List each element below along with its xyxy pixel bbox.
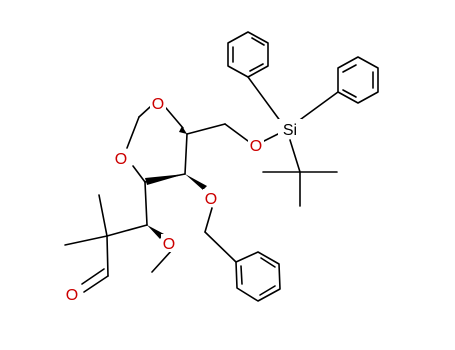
atom-o-methoxy: O xyxy=(161,234,177,253)
atom-o-ring-2: O xyxy=(113,149,129,168)
bond-si-phenyl-left xyxy=(247,76,282,123)
phenyl-ring-upper-right-double-bonds xyxy=(342,64,374,98)
svg-text:O: O xyxy=(163,236,175,253)
phenyl-ring-upper-left-double-bonds xyxy=(232,37,265,72)
benzyl-phenyl-ring xyxy=(235,251,281,302)
phenyl-ring-upper-right xyxy=(337,56,379,104)
bond-si-phenyl-right xyxy=(296,91,339,123)
atom-o-benzyl-ether: O xyxy=(203,189,219,208)
bond-o-methyl xyxy=(151,249,173,273)
bond-c3-c5 xyxy=(184,133,188,175)
atom-o-ring-1: O xyxy=(150,94,166,113)
bond-cquat-methyl-up xyxy=(98,194,108,237)
bond-ch2-o2 xyxy=(126,116,140,149)
svg-text:O: O xyxy=(205,191,217,208)
bond-ch2-o-silyl xyxy=(224,123,249,142)
svg-text:O: O xyxy=(115,151,127,168)
bond-o-si xyxy=(261,133,279,143)
bond-o-benzyl-ch2 xyxy=(204,207,213,233)
bond-ch2-phenyl xyxy=(204,231,237,263)
bond-si-tbutyl xyxy=(289,139,301,173)
bond-c1-cquat xyxy=(106,224,148,237)
bond-cquat-methyl-left xyxy=(64,235,108,246)
phenyl-ring-upper-left xyxy=(227,31,269,78)
atom-si: Si xyxy=(278,119,302,139)
bond-cquat-cho xyxy=(106,235,109,277)
svg-text:Si: Si xyxy=(283,122,297,139)
wedge-c3-o-benzyl xyxy=(185,174,207,190)
atom-o-aldehyde: O xyxy=(64,285,80,304)
wedge-c5-h xyxy=(179,126,187,134)
bond-cho-o-double xyxy=(81,268,105,285)
svg-text:O: O xyxy=(66,287,78,304)
wedge-c1-o-methoxy xyxy=(147,225,164,239)
bond-c4-c1 xyxy=(144,181,148,226)
bond-o1-c5 xyxy=(165,107,184,129)
bond-o2-c4 xyxy=(132,165,146,183)
benzyl-phenyl-double-bonds xyxy=(240,257,276,296)
bond-cho-o xyxy=(83,275,109,293)
bond-ch2-o1 xyxy=(138,106,151,118)
svg-text:O: O xyxy=(152,96,164,113)
bond-c5-ch2 xyxy=(186,123,226,135)
svg-text:O: O xyxy=(250,138,262,155)
wedge-c3-c4 xyxy=(145,174,185,185)
atom-o-silyl-ether: O xyxy=(248,136,264,155)
